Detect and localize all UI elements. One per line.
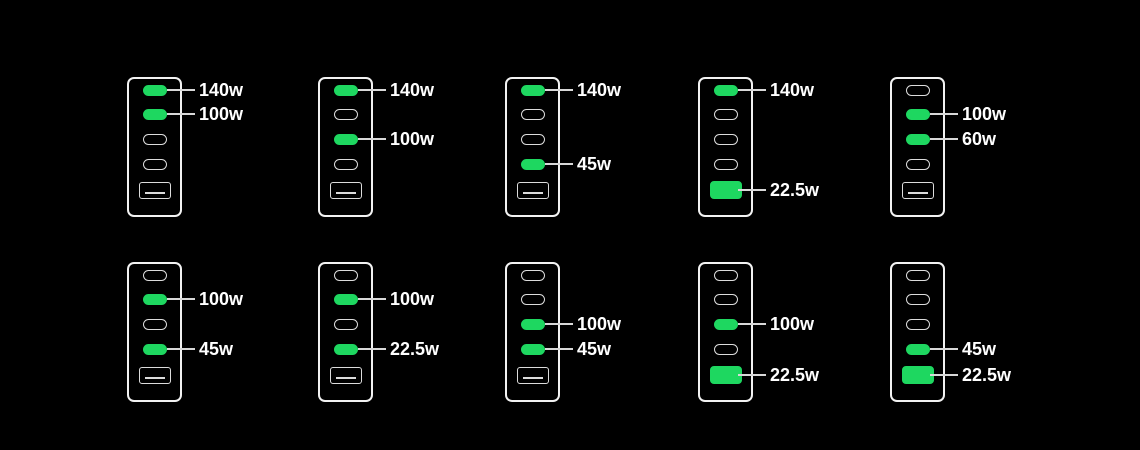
charger-config-2 (318, 77, 373, 217)
usb-c-port-active (520, 84, 545, 96)
usb-c-port-active (142, 293, 167, 305)
charger-config-7 (318, 262, 373, 402)
charger-config-10 (890, 262, 945, 402)
wattage-label: 140w (770, 80, 815, 100)
wattage-label: 100w (390, 289, 435, 309)
usb-c-port (713, 269, 738, 281)
wattage-label: 100w (962, 104, 1007, 124)
usb-c-port-active (333, 293, 358, 305)
usb-c-port-active (333, 343, 358, 355)
charger-config-4 (698, 77, 753, 217)
wattage-label: 100w (577, 314, 622, 334)
wattage-label: 45w (577, 339, 612, 359)
leader-line (544, 323, 573, 325)
usb-c-port-active (520, 318, 545, 330)
wattage-label: 60w (962, 129, 997, 149)
usb-a-port (516, 181, 549, 199)
usb-c-port (905, 269, 930, 281)
usb-c-port (333, 318, 358, 330)
usb-c-port-active (905, 343, 930, 355)
usb-c-port (713, 133, 738, 145)
leader-line (357, 89, 386, 91)
leader-line (544, 89, 573, 91)
usb-c-port (142, 318, 167, 330)
wattage-label: 140w (199, 80, 244, 100)
usb-a-port (138, 181, 171, 199)
usb-c-port (713, 108, 738, 120)
usb-c-port (520, 293, 545, 305)
wattage-label: 100w (770, 314, 815, 334)
usb-c-port-active (713, 84, 738, 96)
usb-c-port-active (520, 343, 545, 355)
leader-line (166, 113, 195, 115)
leader-line (544, 348, 573, 350)
usb-c-port-active (333, 84, 358, 96)
usb-c-port-active (142, 84, 167, 96)
usb-c-port-active (142, 343, 167, 355)
wattage-label: 100w (390, 129, 435, 149)
usb-c-port (520, 133, 545, 145)
usb-c-port-active (905, 133, 930, 145)
wattage-label: 140w (390, 80, 435, 100)
usb-c-port (333, 269, 358, 281)
wattage-label: 45w (577, 154, 612, 174)
leader-line (544, 163, 573, 165)
usb-c-port-active (142, 108, 167, 120)
charger-config-1 (127, 77, 182, 217)
usb-c-port (905, 293, 930, 305)
wattage-label: 45w (199, 339, 234, 359)
leader-line (737, 323, 766, 325)
usb-a-port (138, 366, 171, 384)
usb-c-port (713, 293, 738, 305)
wattage-label: 22.5w (770, 180, 820, 200)
usb-c-port (520, 269, 545, 281)
usb-c-port-active (713, 318, 738, 330)
wattage-label: 45w (962, 339, 997, 359)
leader-line (357, 348, 386, 350)
charger-config-6 (127, 262, 182, 402)
usb-c-port (333, 108, 358, 120)
usb-a-port (901, 181, 934, 199)
wattage-label: 100w (199, 289, 244, 309)
usb-c-port (905, 84, 930, 96)
charger-config-3 (505, 77, 560, 217)
wattage-label: 22.5w (390, 339, 440, 359)
leader-line (357, 138, 386, 140)
usb-c-port (142, 269, 167, 281)
leader-line (166, 298, 195, 300)
usb-c-port-active (333, 133, 358, 145)
usb-c-port (142, 158, 167, 170)
usb-c-port (713, 343, 738, 355)
wattage-label: 100w (199, 104, 244, 124)
wattage-label: 140w (577, 80, 622, 100)
charger-config-9 (698, 262, 753, 402)
leader-line (929, 138, 958, 140)
usb-c-port-active (905, 108, 930, 120)
leader-line (929, 113, 958, 115)
charger-config-5 (890, 77, 945, 217)
usb-a-port (329, 366, 362, 384)
usb-c-port (520, 108, 545, 120)
wattage-label: 22.5w (770, 365, 820, 385)
leader-line (737, 89, 766, 91)
leader-line (929, 374, 958, 376)
usb-a-port (329, 181, 362, 199)
leader-line (357, 298, 386, 300)
charger-config-8 (505, 262, 560, 402)
leader-line (737, 189, 766, 191)
usb-c-port-active (520, 158, 545, 170)
leader-line (166, 348, 195, 350)
leader-line (929, 348, 958, 350)
usb-c-port (713, 158, 738, 170)
usb-c-port (905, 158, 930, 170)
usb-c-port (905, 318, 930, 330)
usb-a-port (516, 366, 549, 384)
leader-line (737, 374, 766, 376)
usb-c-port (142, 133, 167, 145)
wattage-label: 22.5w (962, 365, 1012, 385)
usb-c-port (333, 158, 358, 170)
leader-line (166, 89, 195, 91)
